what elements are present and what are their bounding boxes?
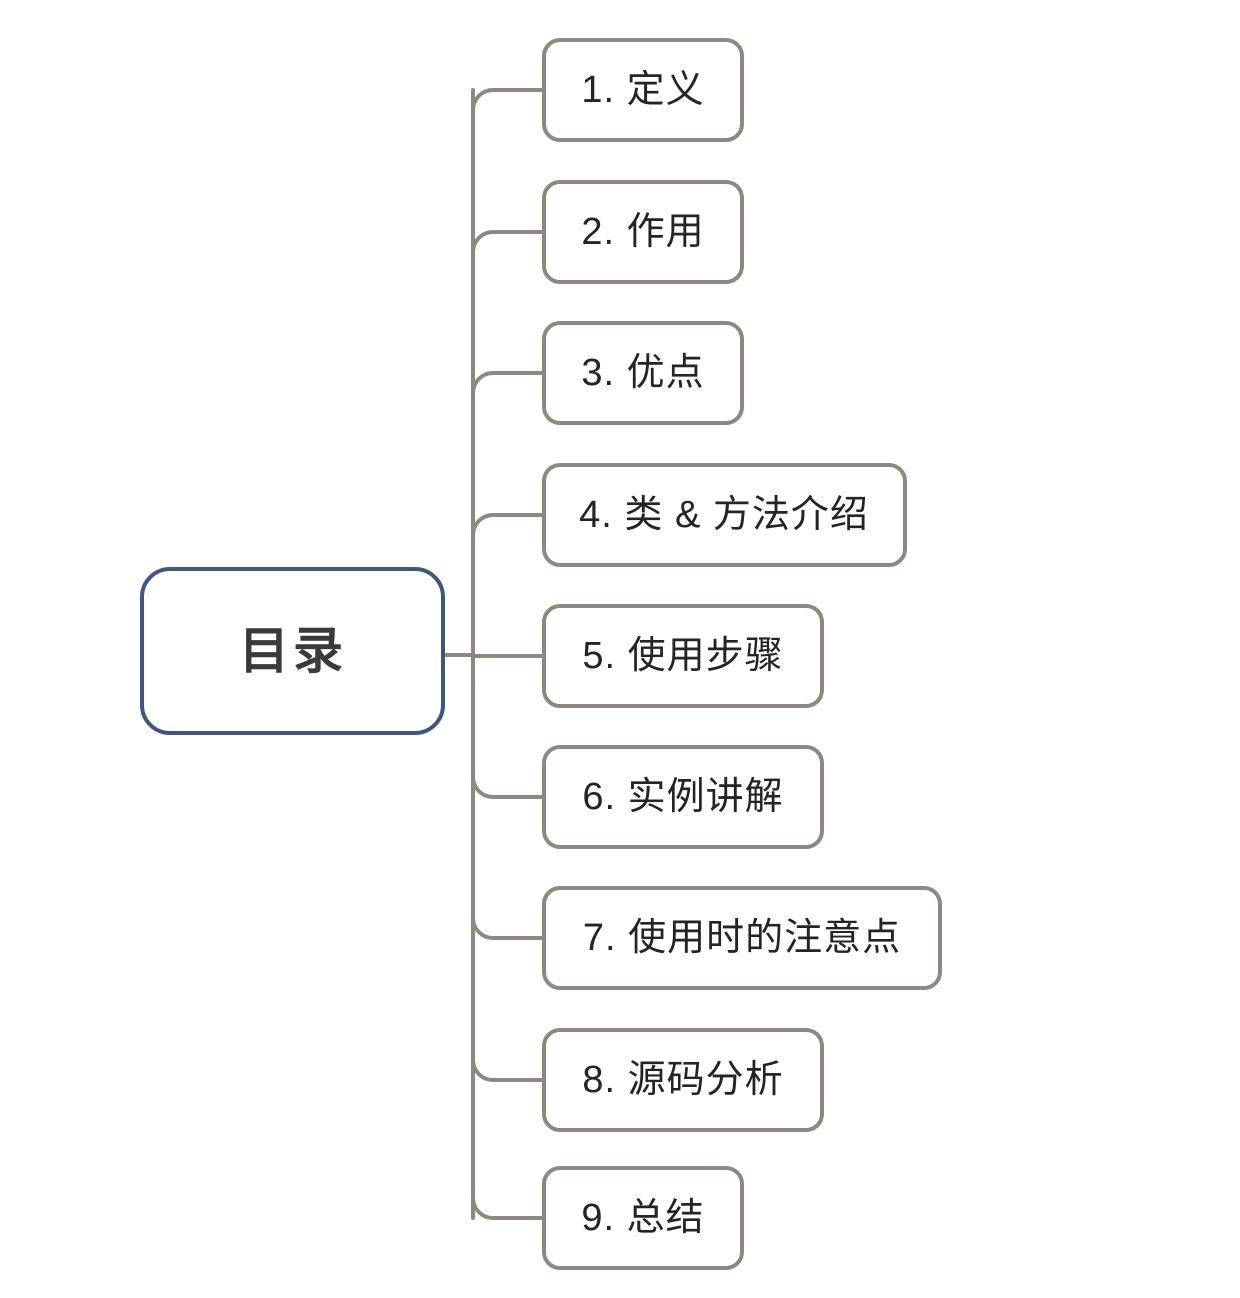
root-node-box[interactable] <box>140 567 445 735</box>
connector-branch-4 <box>471 513 546 537</box>
branch-node-3-box[interactable] <box>542 321 744 425</box>
branch-node-2-label: 2. 作用 <box>581 211 704 253</box>
branch-node-3[interactable]: 3. 优点 <box>542 321 744 425</box>
branch-node-1[interactable]: 1. 定义 <box>542 38 744 142</box>
branch-node-8-box[interactable] <box>542 1028 824 1132</box>
branch-node-1-box[interactable] <box>542 38 744 142</box>
connector-branch-8 <box>471 1058 546 1082</box>
branch-node-2-box[interactable] <box>542 180 744 284</box>
connector-branch-3 <box>471 371 546 395</box>
connector-branch-6 <box>471 775 546 799</box>
connector-branch-1 <box>471 88 546 112</box>
branch-node-7-label: 7. 使用时的注意点 <box>583 917 901 959</box>
branch-node-9-label: 9. 总结 <box>581 1197 704 1239</box>
branch-node-7-box[interactable] <box>542 886 942 990</box>
branch-node-1-label: 1. 定义 <box>581 69 704 111</box>
branch-node-9[interactable]: 9. 总结 <box>542 1166 744 1270</box>
branch-node-6-box[interactable] <box>542 745 824 849</box>
branch-node-9-box[interactable] <box>542 1166 744 1270</box>
branch-node-6-label: 6. 实例讲解 <box>582 776 783 818</box>
branch-node-3-label: 3. 优点 <box>581 352 704 394</box>
connector-branch-7 <box>471 916 546 940</box>
branch-node-8[interactable]: 8. 源码分析 <box>542 1028 824 1132</box>
branch-node-4[interactable]: 4. 类 & 方法介绍 <box>542 463 907 567</box>
branch-node-5-box[interactable] <box>542 604 824 708</box>
root-node-label: 目录 <box>239 623 347 679</box>
branch-node-5[interactable]: 5. 使用步骤 <box>542 604 824 708</box>
branch-node-8-label: 8. 源码分析 <box>582 1059 783 1101</box>
branch-node-4-box[interactable] <box>542 463 907 567</box>
branch-node-5-label: 5. 使用步骤 <box>582 635 783 677</box>
connector-group <box>441 88 546 1220</box>
connector-branch-2 <box>471 230 546 254</box>
branch-node-2[interactable]: 2. 作用 <box>542 180 744 284</box>
branch-node-4-label: 4. 类 & 方法介绍 <box>579 494 869 536</box>
connector-branch-9 <box>471 1196 546 1220</box>
branch-node-7[interactable]: 7. 使用时的注意点 <box>542 886 942 990</box>
branch-node-6[interactable]: 6. 实例讲解 <box>542 745 824 849</box>
root-node[interactable]: 目录 <box>140 567 445 735</box>
